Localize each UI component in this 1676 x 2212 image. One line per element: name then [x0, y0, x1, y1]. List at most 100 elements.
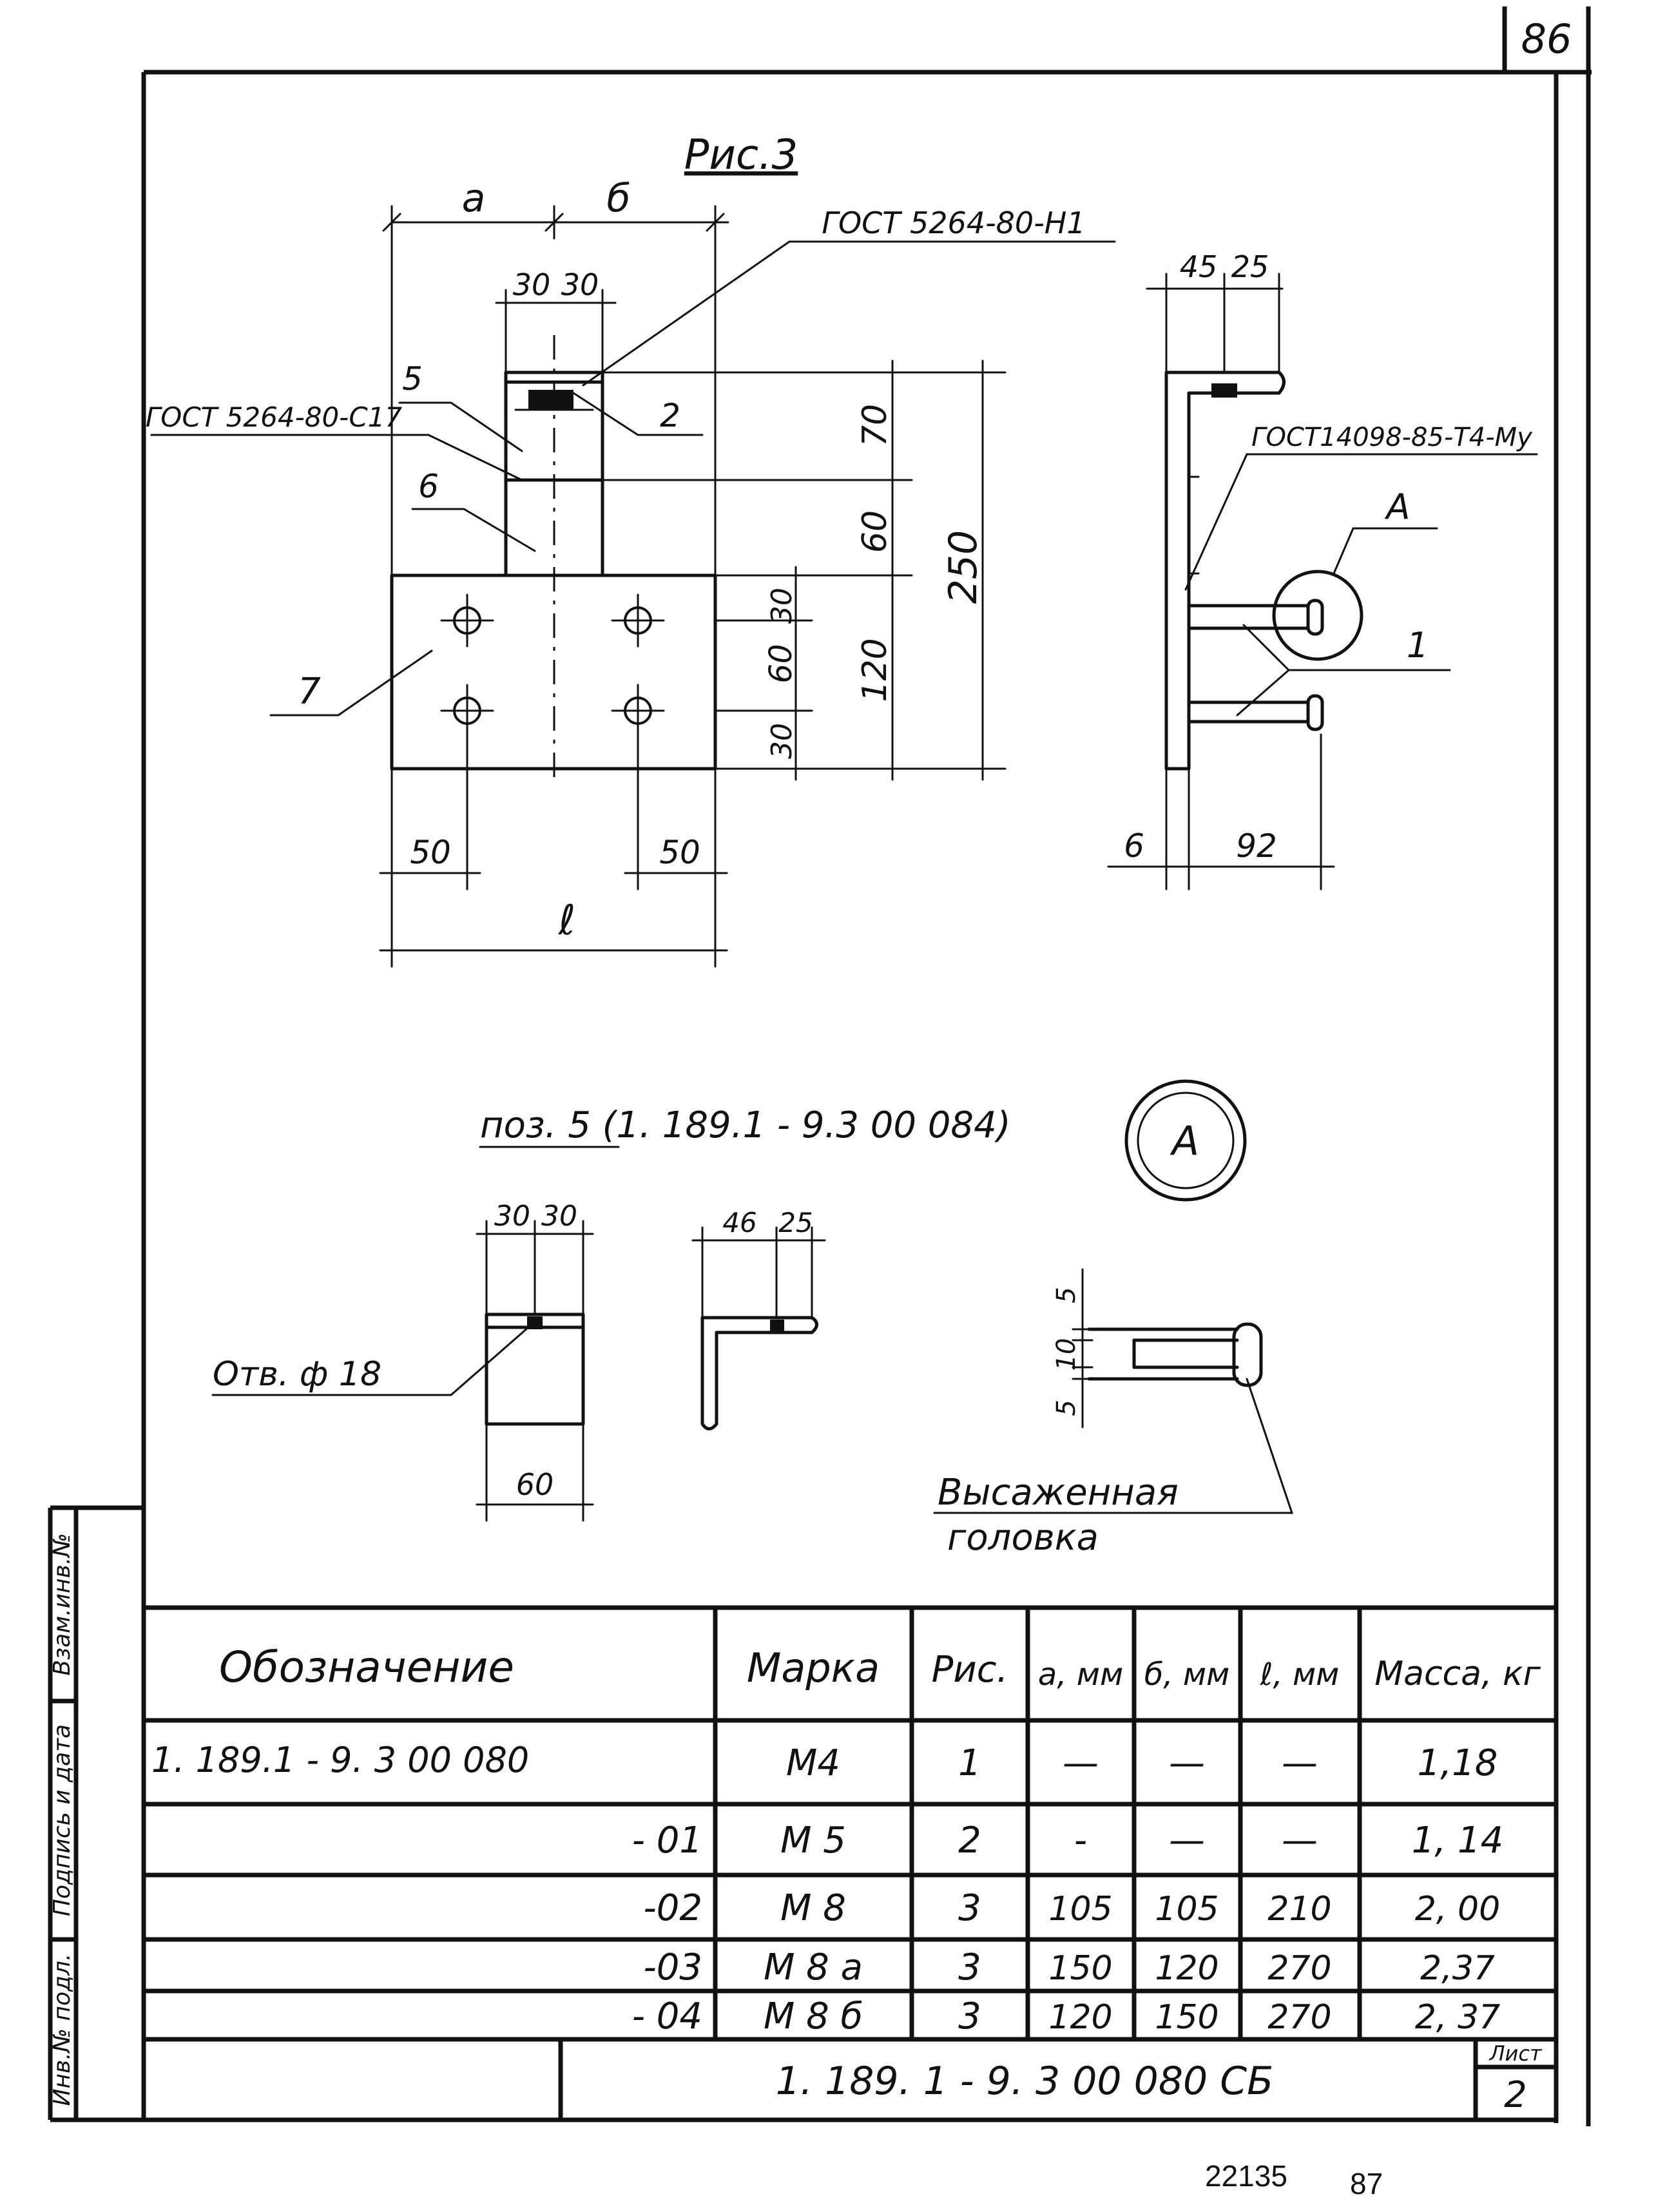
- row-mass: 1, 14: [1412, 1820, 1504, 1861]
- dim-250: 250: [941, 530, 986, 604]
- row-l: 210: [1267, 1890, 1331, 1928]
- pos-5-label: 5: [402, 360, 423, 398]
- table-header-designation: Обозначение: [219, 1642, 514, 1692]
- row-mass: 2, 37: [1415, 1998, 1500, 2037]
- callout-a-label: А: [1385, 486, 1411, 527]
- dim-50-right: 50: [659, 834, 700, 871]
- detail-dim-25: 25: [778, 1207, 813, 1238]
- table-row: - 04 М 8 б 3 120 150 270 2, 37: [632, 1996, 1500, 2037]
- dim-70: 70: [856, 404, 894, 447]
- table-row: -03 М 8 а 3 150 120 270 2,37: [644, 1947, 1495, 1988]
- table-header-a: а, мм: [1038, 1657, 1123, 1693]
- head-label-line1: Высаженная: [938, 1472, 1179, 1514]
- dim-50-left: 50: [410, 834, 451, 871]
- side-dim-6: 6: [1124, 827, 1144, 865]
- row-mark: М4: [786, 1742, 840, 1784]
- head-dim-5-bottom: 5: [1052, 1399, 1081, 1416]
- view-a-marker: А: [1170, 1117, 1199, 1164]
- detail-dim-60: 60: [516, 1467, 554, 1502]
- detail-dim-30-right: 30: [541, 1200, 577, 1233]
- page-number: 87: [1350, 2167, 1383, 2200]
- row-b: 105: [1155, 1890, 1218, 1928]
- dim-l: ℓ: [558, 897, 575, 945]
- head-label-line2: головка: [947, 1517, 1099, 1559]
- table-header-mark: Марка: [747, 1644, 880, 1691]
- dim-60-mid: 60: [763, 644, 799, 683]
- row-designation: -02: [644, 1887, 702, 1929]
- row-l: —: [1282, 1820, 1318, 1861]
- table-header-mass: Масса, кг: [1374, 1655, 1541, 1693]
- dim-60: 60: [856, 510, 894, 553]
- gost-weld-left: ГОСТ 5264-80-С17: [146, 401, 402, 433]
- row-a: 150: [1048, 1949, 1112, 1988]
- side-stamp: Взам.инв.№ Подпись и дата Инв.№ подл.: [48, 1505, 144, 2122]
- row-figure: 3: [958, 1887, 981, 1929]
- table-row: -02 М 8 3 105 105 210 2, 00: [644, 1887, 1501, 1929]
- sheet-label: Лист: [1488, 2041, 1542, 2066]
- sheet-number: 2: [1504, 2074, 1527, 2116]
- gost-weld-side: ГОСТ14098-85-Т4-Му: [1251, 423, 1533, 452]
- sheet-frame: [76, 6, 1592, 2126]
- row-b: —: [1169, 1742, 1205, 1784]
- detail-title: поз. 5 (1. 189.1 - 9.3 00 084): [480, 1104, 1011, 1146]
- figure-caption: Рис.3: [684, 131, 798, 179]
- side-dim-92: 92: [1236, 827, 1277, 865]
- row-mark: М 5: [780, 1820, 846, 1861]
- dim-30-left: 30: [513, 267, 551, 302]
- side-view: А 1 ГОСТ14098-85-Т4-Му 45 25 6 92: [1107, 249, 1538, 890]
- side-dim-45: 45: [1180, 249, 1218, 284]
- stamp-original-inventory: Инв.№ подл.: [49, 1954, 75, 2106]
- row-mark: М 8 а: [764, 1947, 863, 1988]
- row-figure: 1: [958, 1742, 981, 1784]
- title-block: 1. 189. 1 - 9. 3 00 080 СБ Лист 2: [558, 2039, 1556, 2120]
- row-mass: 2, 00: [1415, 1890, 1500, 1928]
- sheet-top-number: 86: [1521, 15, 1572, 63]
- row-designation: -03: [644, 1947, 702, 1988]
- dim-120: 120: [856, 638, 894, 702]
- row-mass: 1,18: [1418, 1742, 1498, 1784]
- stamp-replacement-inventory: Взам.инв.№: [49, 1533, 75, 1676]
- row-mark: М 8: [780, 1887, 846, 1929]
- row-designation: - 04: [632, 1996, 702, 2037]
- pos-2-label: 2: [660, 397, 680, 434]
- row-mass: 2,37: [1420, 1949, 1495, 1988]
- document-code: 1. 189. 1 - 9. 3 00 080 СБ: [776, 2059, 1274, 2104]
- table-row: - 01 М 5 2 - — — 1, 14: [632, 1820, 1504, 1861]
- row-b: 120: [1155, 1949, 1218, 1988]
- row-l: 270: [1267, 1949, 1331, 1988]
- row-b: —: [1169, 1820, 1205, 1861]
- row-l: —: [1282, 1742, 1318, 1784]
- spec-table: Обозначение Марка Рис. а, мм б, мм ℓ, мм…: [144, 1605, 1556, 2042]
- detail-views: поз. 5 (1. 189.1 - 9.3 00 084) А 30 30 6…: [211, 1079, 1294, 1559]
- table-row: 1. 189.1 - 9. 3 00 080 М4 1 — — — 1,18: [151, 1740, 1498, 1784]
- head-dim-10: 10: [1052, 1338, 1081, 1371]
- detail-dim-30-left: 30: [494, 1200, 530, 1233]
- dim-b: б: [606, 176, 630, 221]
- row-figure: 3: [958, 1947, 981, 1988]
- pos-7-label: 7: [298, 671, 321, 713]
- front-view: Рис.3 a б: [146, 131, 1116, 968]
- table-header-figure: Рис.: [932, 1649, 1008, 1691]
- dim-a: a: [462, 176, 486, 221]
- row-a: —: [1063, 1742, 1099, 1784]
- row-a: 120: [1048, 1998, 1112, 2037]
- table-header-l: ℓ, мм: [1260, 1657, 1340, 1693]
- row-figure: 2: [958, 1820, 981, 1861]
- row-figure: 3: [958, 1996, 981, 2037]
- dim-30-right: 30: [561, 267, 599, 302]
- hole-label: Отв. ф 18: [213, 1355, 381, 1394]
- head-dim-5-top: 5: [1052, 1287, 1081, 1303]
- pos-6-label: 6: [418, 468, 439, 505]
- side-dim-25: 25: [1231, 249, 1269, 284]
- archive-number: 22135: [1205, 2159, 1287, 2193]
- dim-30-top: 30: [766, 588, 798, 624]
- detail-dim-46: 46: [722, 1207, 756, 1238]
- row-designation: 1. 189.1 - 9. 3 00 080: [151, 1740, 529, 1780]
- stamp-signature-date: Подпись и дата: [49, 1724, 75, 1916]
- row-designation: - 01: [632, 1820, 702, 1861]
- pos-1-label: 1: [1407, 625, 1429, 666]
- row-l: 270: [1267, 1998, 1331, 2037]
- dim-30-bottom: 30: [766, 723, 798, 759]
- row-mark: М 8 б: [764, 1996, 863, 2037]
- table-header-b: б, мм: [1144, 1657, 1230, 1693]
